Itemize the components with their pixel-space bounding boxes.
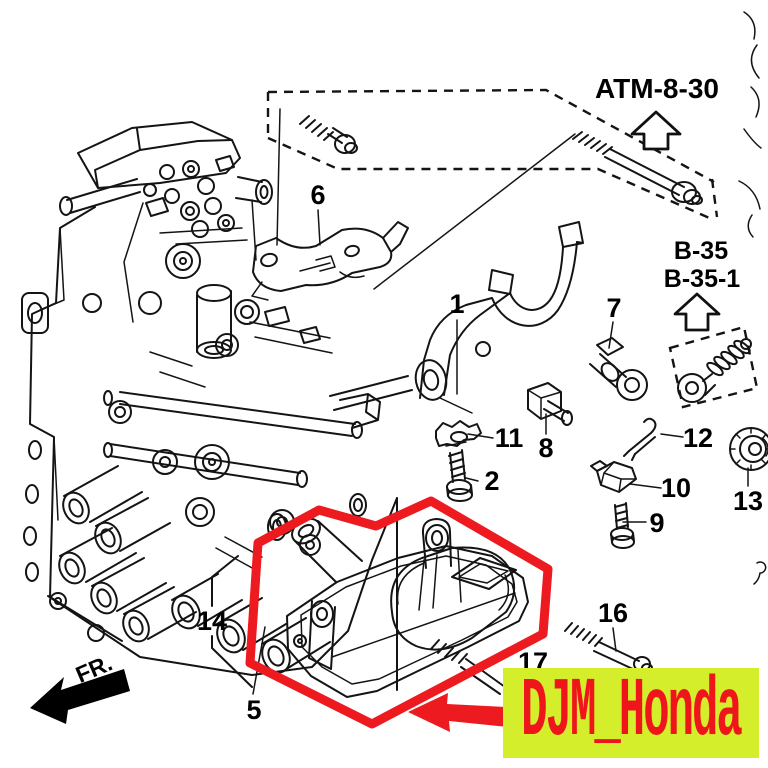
part-label-12: 12 xyxy=(683,423,713,453)
part-label-13: 13 xyxy=(733,486,763,516)
install-outline-dashed xyxy=(266,88,759,409)
red-arrow-icon xyxy=(408,693,508,732)
part-label-2: 2 xyxy=(484,466,499,496)
highlight-outline xyxy=(245,496,553,729)
bracket-6-drawing xyxy=(251,221,409,301)
part-label-11: 11 xyxy=(495,423,524,453)
part-label-14: 14 xyxy=(197,606,227,636)
part-label-5: 5 xyxy=(246,695,261,725)
fr-direction-arrow: FR. xyxy=(30,649,130,724)
part-label-16: 16 xyxy=(598,598,628,628)
long-bolt-drawing xyxy=(572,131,703,205)
ref-label-atm: ATM-8-30 xyxy=(595,73,719,104)
part-9-bolt-drawing xyxy=(610,502,635,549)
boxed-bolt-drawing xyxy=(299,115,358,154)
ref-atm: ATM-8-30 xyxy=(595,73,719,151)
part-label-6: 6 xyxy=(310,180,325,210)
watermark-label: DJM_Honda xyxy=(503,665,759,761)
part-7-drawing xyxy=(589,337,648,401)
part-11-drawing xyxy=(435,420,482,447)
b35-ref-arrow-icon xyxy=(673,292,721,332)
ref-b35: B-35 B-35-1 xyxy=(664,237,741,332)
shift-fork-drawing xyxy=(414,221,584,414)
part-label-1: 1 xyxy=(449,289,464,319)
valve-body-drawing xyxy=(21,121,413,691)
watermark-text: DJM_Honda xyxy=(521,665,743,761)
part-label-7: 7 xyxy=(606,293,621,323)
fr-arrow-icon xyxy=(30,669,130,724)
ref-label-b35: B-35 xyxy=(674,237,728,265)
part-12-pin-drawing xyxy=(623,417,657,461)
part-label-8: 8 xyxy=(538,433,553,463)
atm-ref-arrow-icon xyxy=(630,110,682,151)
edge-sketch-fragments xyxy=(738,11,767,585)
oil-strainer-drawing xyxy=(286,517,529,698)
part-label-9: 9 xyxy=(649,508,664,538)
ref-label-b35-1: B-35-1 xyxy=(664,265,741,293)
part-number-labels: 6 1 7 11 2 8 12 10 9 13 14 5 16 17 xyxy=(197,180,763,725)
part-10-drawing xyxy=(590,460,637,493)
part-13-bearing-drawing xyxy=(729,427,768,471)
callout-leader-lines xyxy=(211,209,749,695)
axis-lines xyxy=(276,108,576,290)
part-8-drawing xyxy=(527,382,573,426)
part-label-10: 10 xyxy=(661,473,691,503)
part-2-bolt-drawing xyxy=(446,449,473,502)
b35-valve-drawing xyxy=(677,338,752,403)
